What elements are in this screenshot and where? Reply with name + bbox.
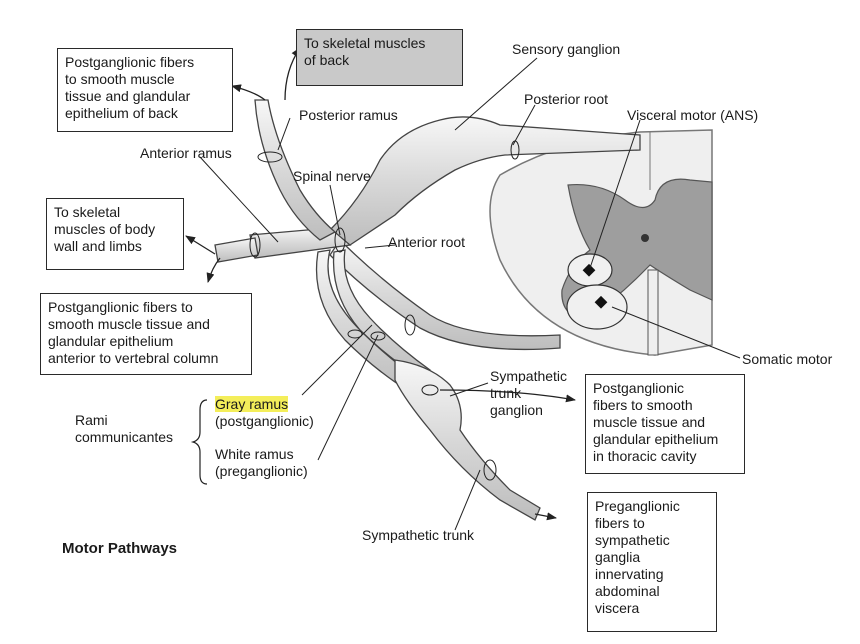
spinal-cord bbox=[489, 129, 713, 356]
box-postganglionic-thoracic: Postganglionic fibers to smooth muscle t… bbox=[585, 374, 745, 474]
anterior-median-fissure bbox=[647, 269, 659, 356]
label-visceral-motor: Visceral motor (ANS) bbox=[627, 107, 759, 123]
label-gray-ramus: Gray ramus (postganglionic) bbox=[215, 396, 314, 429]
central-canal bbox=[641, 234, 649, 242]
box-postganglionic-back: Postganglionic fibers to smooth muscle t… bbox=[57, 48, 233, 132]
somatic-motor-nucleus bbox=[566, 284, 628, 330]
label-rami-communicantes: Rami communicantes bbox=[75, 412, 174, 445]
diagram-title: Motor Pathways bbox=[62, 540, 178, 557]
label-sympathetic-trunk: Sympathetic trunk bbox=[362, 527, 475, 543]
anterior-ramus-shape bbox=[214, 237, 259, 263]
label-sympathetic-trunk-ganglion: Sympathetic trunk ganglion bbox=[490, 368, 568, 418]
rami-brace bbox=[190, 399, 208, 485]
label-spinal-nerve: Spinal nerve bbox=[293, 168, 371, 184]
box-skeletal-muscles-back: To skeletal muscles of back bbox=[296, 29, 463, 86]
leader-lines bbox=[199, 57, 741, 531]
gray-ramus-highlight: Gray ramus bbox=[215, 396, 289, 412]
label-white-ramus: White ramus (preganglionic) bbox=[215, 446, 308, 479]
label-anterior-root: Anterior root bbox=[388, 234, 466, 250]
sympathetic-trunk-shape bbox=[394, 359, 541, 521]
anterior-root bbox=[329, 238, 561, 351]
sensory-ganglion-shape bbox=[329, 116, 641, 246]
label-sensory-ganglion: Sensory ganglion bbox=[512, 41, 621, 57]
label-anterior-ramus: Anterior ramus bbox=[140, 145, 232, 161]
label-posterior-root: Posterior root bbox=[524, 91, 609, 107]
label-somatic-motor: Somatic motor bbox=[742, 351, 833, 367]
box-postganglionic-anterior: Postganglionic fibers to smooth muscle t… bbox=[40, 293, 252, 375]
box-preganglionic-abdominal: Preganglionic fibers to sympathetic gang… bbox=[587, 492, 717, 632]
box-skeletal-body-wall: To skeletal muscles of body wall and lim… bbox=[46, 198, 184, 270]
label-posterior-ramus: Posterior ramus bbox=[299, 107, 398, 123]
